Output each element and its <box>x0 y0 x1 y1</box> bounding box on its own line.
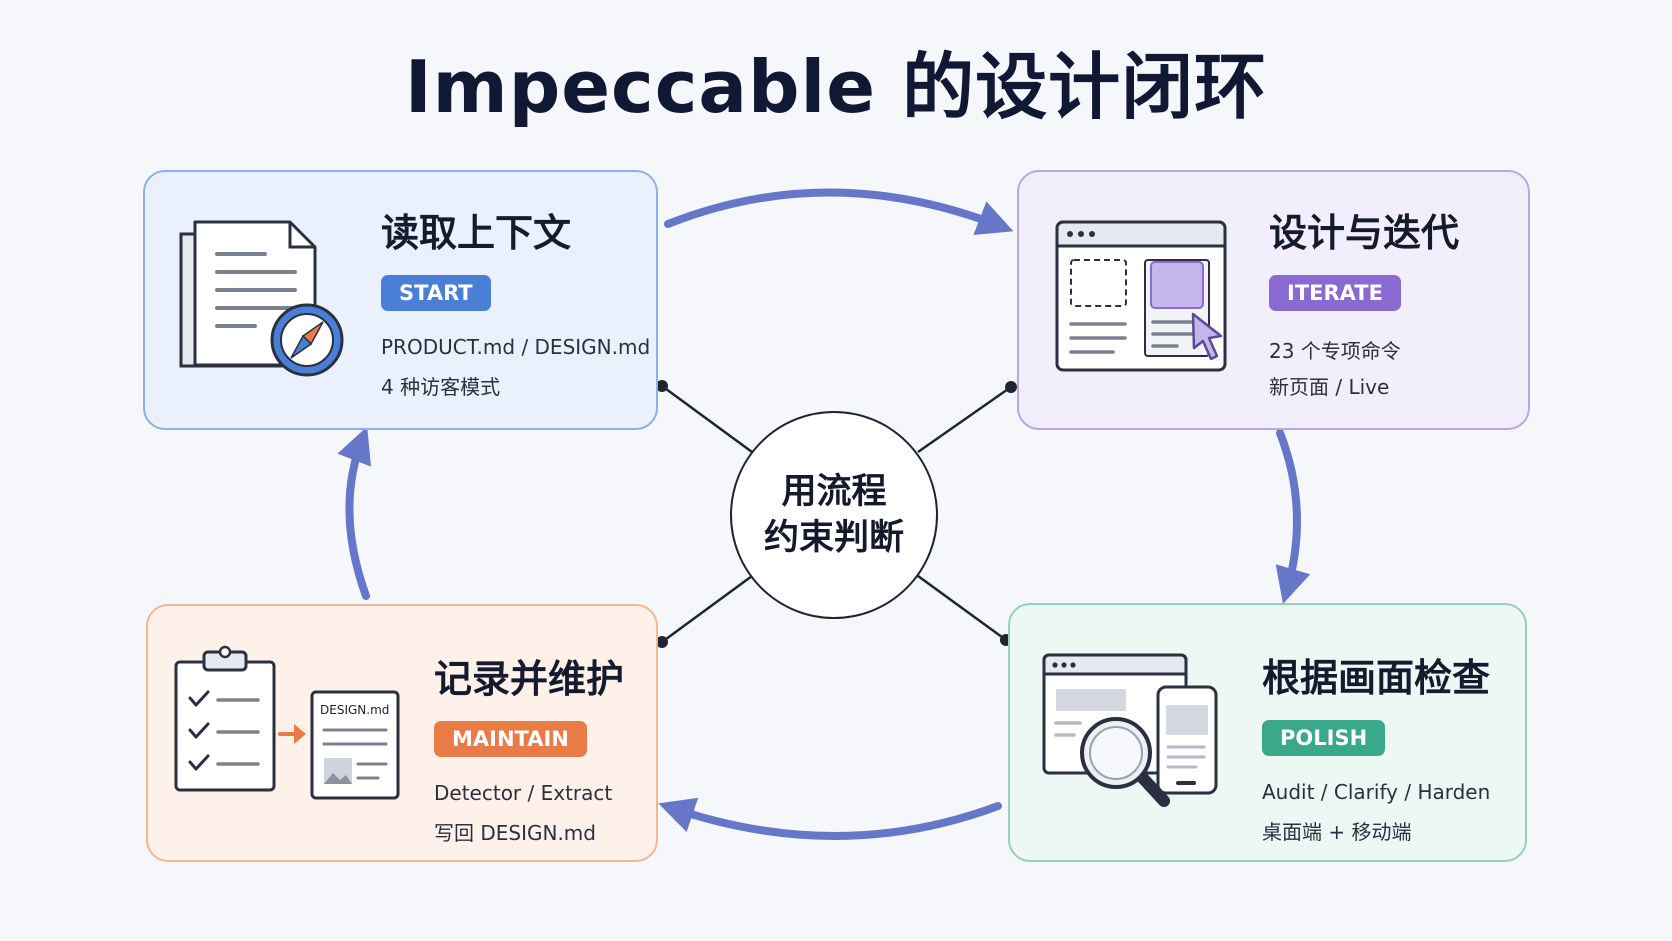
center-line-1: 用流程 <box>781 472 887 512</box>
card-polish-line-2: 桌面端 + 移动端 <box>1262 820 1412 844</box>
center-line-2: 约束判断 <box>763 518 904 558</box>
card-polish-line-1: Audit / Clarify / Harden <box>1262 780 1491 804</box>
card-iterate-line-1: 23 个专项命令 <box>1269 339 1401 363</box>
card-maintain-title: 记录并维护 <box>434 657 625 701</box>
badge-maintain: MAINTAIN <box>434 721 587 757</box>
card-polish: 根据画面检查 POLISH Audit / Clarify / Harden 桌… <box>1008 603 1527 862</box>
card-read-line-1: PRODUCT.md / DESIGN.md <box>381 335 651 359</box>
card-read-title: 读取上下文 <box>381 211 572 255</box>
arrow-maintain-to-read <box>337 426 372 600</box>
card-iterate-title: 设计与迭代 <box>1269 211 1460 255</box>
magnifier-devices-icon <box>1042 653 1218 807</box>
badge-polish: POLISH <box>1262 720 1386 756</box>
card-iterate-line-2: 新页面 / Live <box>1269 375 1390 399</box>
card-read-context: 读取上下文 START PRODUCT.md / DESIGN.md 4 种访客… <box>143 170 658 430</box>
design-md-label: DESIGN.md <box>320 703 389 717</box>
card-polish-title: 根据画面检查 <box>1262 656 1491 700</box>
arrow-polish-to-maintain <box>658 797 1002 840</box>
arrow-iterate-to-polish <box>1275 429 1311 604</box>
card-maintain: DESIGN.md 记录并维护 MAINTAIN Detector / Extr… <box>146 604 658 862</box>
center-connectors <box>661 384 1012 644</box>
card-iterate: 设计与迭代 ITERATE 23 个专项命令 新页面 / Live <box>1017 170 1530 430</box>
browser-cursor-icon <box>1055 220 1227 372</box>
card-read-line-2: 4 种访客模式 <box>381 375 501 399</box>
badge-start: START <box>381 275 491 311</box>
arrow-read-to-iterate <box>664 188 1014 235</box>
center-node: 用流程 约束判断 <box>730 411 938 619</box>
badge-iterate: ITERATE <box>1269 275 1401 311</box>
page-title: Impeccable 的设计闭环 <box>404 45 1268 129</box>
card-maintain-line-2: 写回 DESIGN.md <box>434 821 596 845</box>
card-maintain-line-1: Detector / Extract <box>434 781 613 805</box>
document-compass-icon <box>179 220 344 377</box>
checklist-to-doc-icon: DESIGN.md <box>174 645 400 800</box>
